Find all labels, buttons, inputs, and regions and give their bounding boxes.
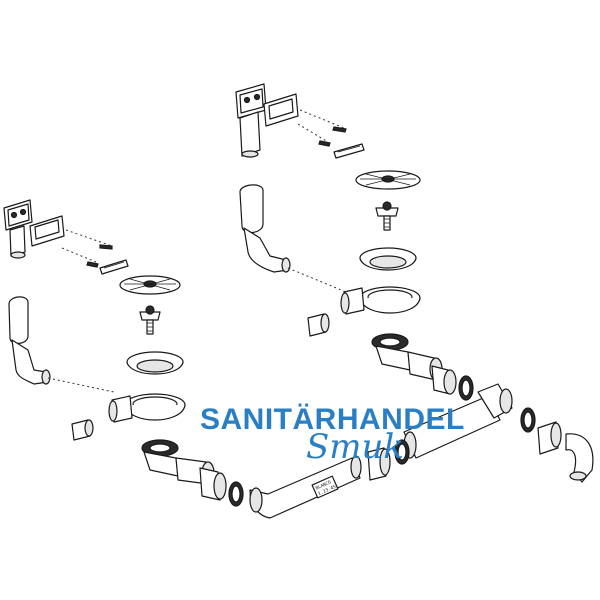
middle-fittings: [367, 407, 536, 481]
left-drain-body: [108, 393, 186, 423]
right-screws: [297, 109, 365, 159]
right-stopper-stem: [375, 201, 399, 231]
right-trap: [371, 333, 443, 381]
right-drain-assembly: [235, 83, 474, 401]
watermark-line2: Smuk: [306, 427, 404, 467]
watermark-line1: SANITÄRHANDEL: [200, 403, 465, 436]
watermark: SANITÄRHANDEL Smuk: [200, 403, 465, 467]
left-screws: [61, 229, 129, 275]
left-union-nut: [199, 467, 244, 507]
left-basket-strainer: [126, 351, 184, 375]
t-branch-pipe: [403, 383, 513, 459]
right-union-nut: [431, 365, 474, 401]
long-elbow-pipe: BLANCO 1.23.45: [249, 455, 362, 519]
left-overflow-hose: [8, 225, 51, 385]
right-basket-strainer: [359, 247, 417, 271]
right-strainer-cap: [355, 170, 421, 190]
right-overflow-hose: [239, 111, 291, 273]
right-overflow-plate: [235, 83, 299, 127]
right-overflow-connector: [307, 313, 330, 337]
end-elbow-fitting: [537, 421, 594, 483]
right-drain-body: [340, 286, 421, 315]
left-stopper-stem: [139, 305, 161, 335]
left-drain-assembly: [3, 199, 244, 507]
left-strainer-cap: [119, 275, 181, 295]
left-overflow-connector: [71, 419, 94, 441]
left-overflow-plate: [3, 199, 65, 247]
